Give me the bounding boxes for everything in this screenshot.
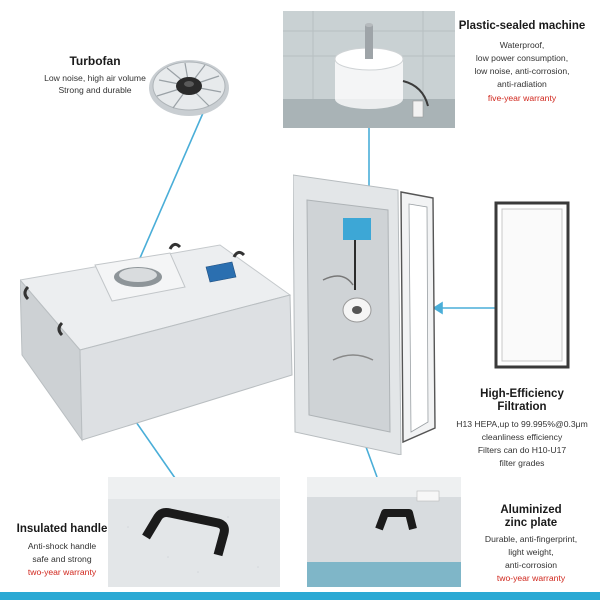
zinc-title-2: zinc plate: [504, 517, 558, 529]
turbofan-image: [145, 50, 233, 120]
handle-desc-1: Anti-shock handle: [27, 541, 97, 551]
filtration-desc-3: Filters can do H10-U17: [477, 445, 567, 455]
filtration-title-1: High-Efficiency: [480, 388, 564, 400]
plastic-sealed-desc-2: low power consumption,: [475, 53, 569, 63]
ffu-cabinet-image: [292, 170, 445, 456]
footer-accent-stripe: [0, 592, 600, 600]
zinc-desc-2: light weight,: [508, 547, 554, 557]
plastic-sealed-title: Plastic-sealed machine: [458, 20, 586, 32]
turbofan-desc-2: Strong and durable: [58, 85, 132, 95]
handle-title: Insulated handle: [16, 523, 108, 535]
filtration-title-2: Filtration: [497, 401, 547, 413]
filtration-desc-1: H13 HEPA,up to 99.995%@0.3μm: [456, 419, 588, 429]
zinc-title-1: Aluminized: [500, 504, 562, 516]
filtration-desc-4: filter grades: [499, 458, 545, 468]
plastic-sealed-desc-1: Waterproof,: [499, 40, 545, 50]
plastic-sealed-desc-3: low noise, anti-corrosion,: [474, 66, 570, 76]
handle-photo: [108, 477, 280, 587]
zinc-desc-3: anti-corrosion: [504, 560, 558, 570]
zinc-plate-photo: [307, 477, 461, 587]
filtration-desc-2: cleanliness efficiency: [481, 432, 563, 442]
ffu-unit-image: [19, 235, 300, 450]
handle-warranty: two-year warranty: [27, 567, 97, 577]
turbofan-title: Turbofan: [69, 54, 121, 68]
zinc-desc-1: Durable, anti-fingerprint,: [484, 534, 578, 544]
zinc-warranty: two-year warranty: [496, 573, 566, 583]
turbofan-desc-1: Low noise, high air volume: [44, 73, 146, 83]
plastic-sealed-desc-4: anti-radiation: [497, 79, 547, 89]
turbofan-pointer: [139, 112, 204, 259]
handle-desc-2: safe and strong: [32, 554, 92, 564]
motor-photo: [283, 11, 455, 128]
hepa-filter-image: [493, 200, 571, 370]
plastic-sealed-warranty: five-year warranty: [487, 93, 557, 103]
filtration-arrowhead: [432, 301, 443, 315]
